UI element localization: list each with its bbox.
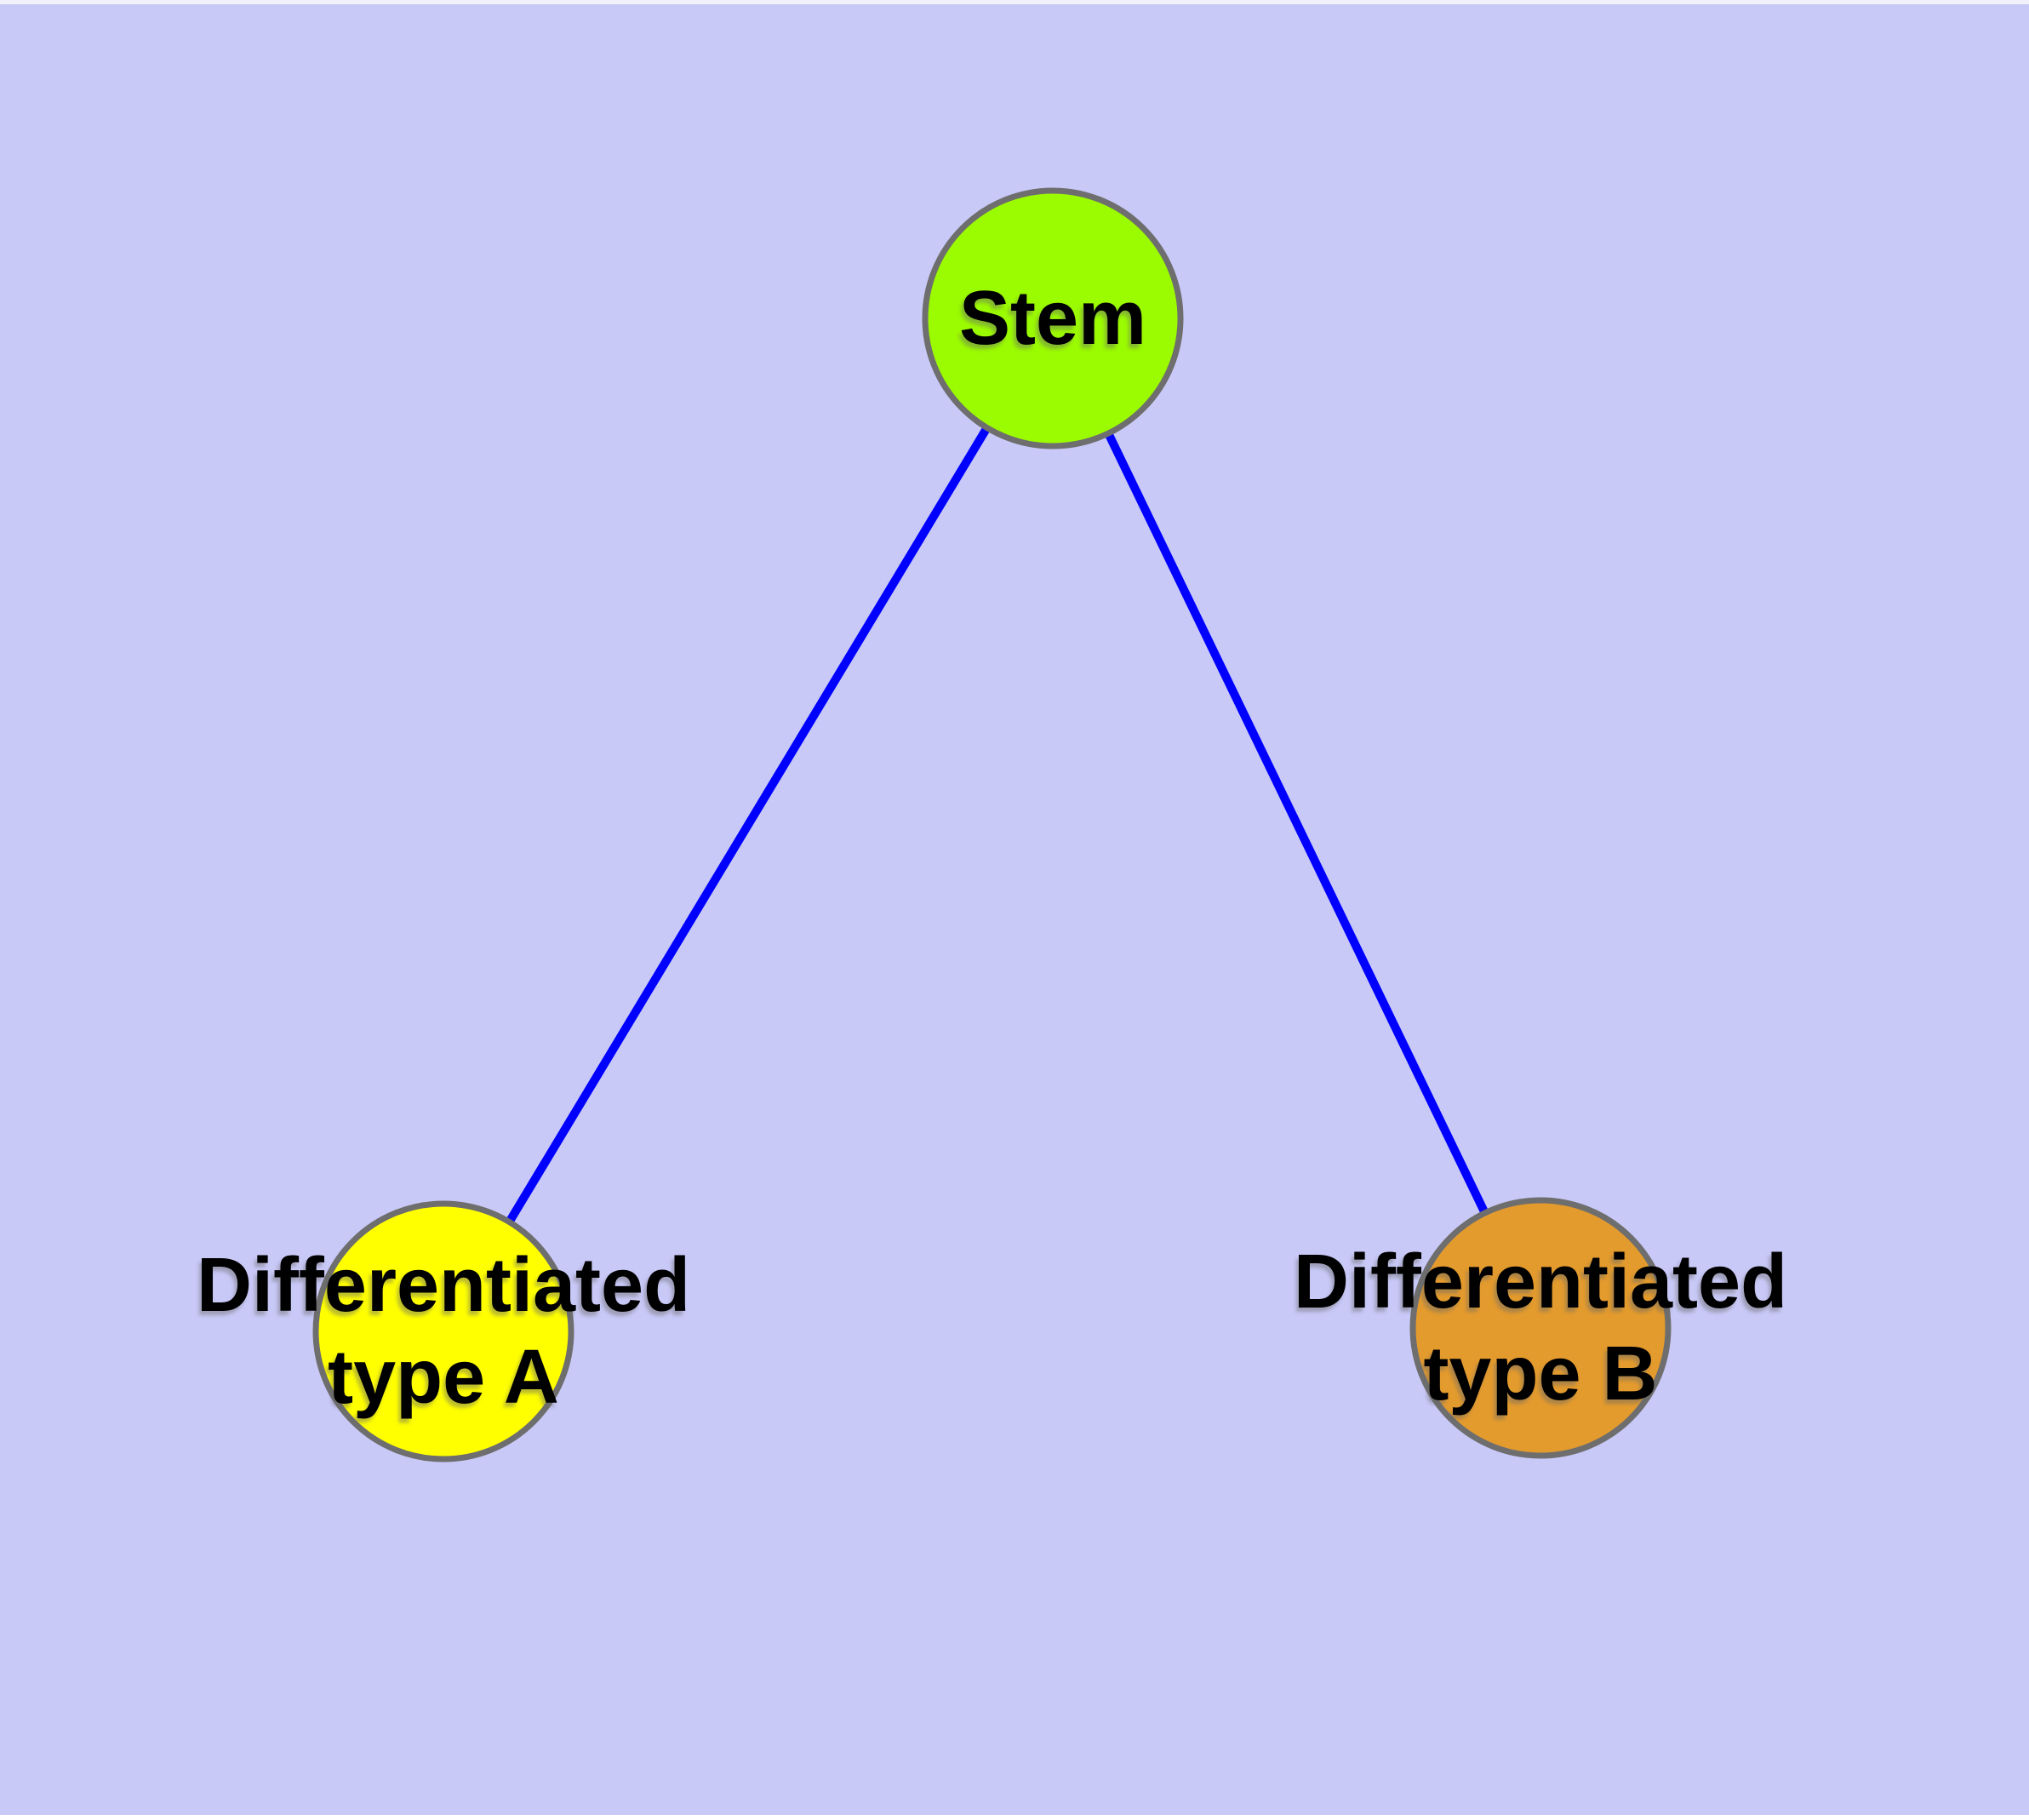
window-bottom-edge [0,1815,2029,1820]
node-type-a-circle[interactable] [312,1200,574,1462]
edge-stem-to-type-a [439,316,1057,1334]
node-type-b-circle[interactable] [1409,1197,1672,1459]
node-stem-circle[interactable] [922,187,1184,449]
window-top-edge [0,0,2029,4]
edge-stem-to-type-b [1049,316,1545,1331]
